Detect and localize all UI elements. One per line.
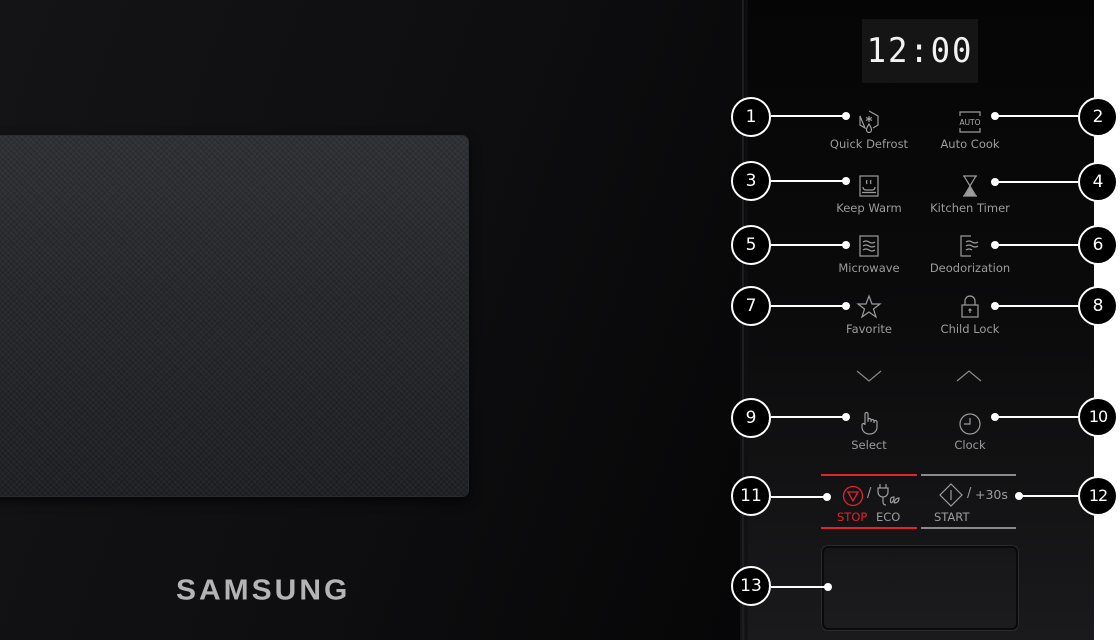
led-display: 12:00 xyxy=(862,19,978,83)
eco-label: ECO xyxy=(876,510,901,524)
lock-icon xyxy=(961,295,979,318)
defrost-icon xyxy=(859,110,879,134)
start-separator: / xyxy=(967,486,972,501)
deodorization-label: Deodorization xyxy=(929,261,1011,275)
plus-30s-label: +30s xyxy=(975,487,1008,502)
door-window xyxy=(0,136,468,496)
quick-defrost-button[interactable]: Quick Defrost xyxy=(819,109,919,151)
callout-13: 13 xyxy=(731,566,771,606)
stop-icon xyxy=(842,485,864,507)
microwave-button[interactable]: Microwave xyxy=(819,233,919,275)
favorite-label: Favorite xyxy=(846,322,892,336)
deodorization-button[interactable]: Deodorization xyxy=(920,233,1020,275)
select-button[interactable]: Select xyxy=(819,410,919,452)
leader-dot-11 xyxy=(823,493,831,501)
leader-3 xyxy=(771,180,846,182)
callout-12: 12 xyxy=(1078,476,1118,516)
microwave-front: SAMSUNG xyxy=(0,0,1094,640)
hand-pointer-icon xyxy=(861,411,878,435)
leader-5 xyxy=(771,244,846,246)
callout-7: 7 xyxy=(731,286,771,326)
deodorization-icon xyxy=(960,235,979,257)
callout-11: 11 xyxy=(731,476,771,516)
microwave-icon xyxy=(859,235,879,257)
kitchen-timer-button[interactable]: Kitchen Timer xyxy=(920,173,1020,215)
start-icon xyxy=(939,483,963,507)
start-label: START xyxy=(934,510,970,524)
leader-10 xyxy=(995,416,1078,418)
svg-text:AUTO: AUTO xyxy=(959,118,980,127)
stop-eco-separator: / xyxy=(867,486,872,501)
select-label: Select xyxy=(851,438,887,452)
quick-defrost-label: Quick Defrost xyxy=(829,137,909,151)
leader-9 xyxy=(771,416,846,418)
leader-12 xyxy=(1019,495,1078,497)
eco-plug-icon xyxy=(877,484,900,506)
start-button[interactable]: / +30s START xyxy=(921,476,1016,527)
leader-7 xyxy=(771,305,846,307)
auto-cook-button[interactable]: AUTO Auto Cook xyxy=(920,109,1020,151)
start-bottom-bar xyxy=(921,527,1016,529)
leader-2 xyxy=(995,115,1078,117)
keep-warm-button[interactable]: Keep Warm xyxy=(819,173,919,215)
leader-4 xyxy=(995,181,1078,183)
star-icon xyxy=(856,294,882,319)
child-lock-label: Child Lock xyxy=(940,322,1000,336)
stop-top-bar xyxy=(821,474,917,476)
callout-6: 6 xyxy=(1078,225,1118,265)
leader-8 xyxy=(995,305,1078,307)
leader-1 xyxy=(771,115,846,117)
callout-8: 8 xyxy=(1078,286,1118,326)
favorite-button[interactable]: Favorite xyxy=(819,294,919,336)
leader-dot-3 xyxy=(842,177,850,185)
stop-label: STOP xyxy=(837,510,868,524)
auto-cook-icon: AUTO xyxy=(959,111,981,133)
callout-9: 9 xyxy=(731,398,771,438)
samsung-logo: SAMSUNG xyxy=(176,574,351,607)
door-release-button[interactable] xyxy=(822,546,1018,630)
control-panel xyxy=(748,0,1094,640)
leader-dot-9 xyxy=(842,413,850,421)
auto-cook-label: Auto Cook xyxy=(940,137,1000,151)
leader-11 xyxy=(771,496,826,498)
display-time: 12:00 xyxy=(866,31,974,71)
stop-bottom-bar xyxy=(821,527,917,529)
callout-10: 10 xyxy=(1078,397,1118,437)
microwave-label: Microwave xyxy=(838,261,900,275)
chevron-down-icon[interactable] xyxy=(856,369,882,383)
keep-warm-label: Keep Warm xyxy=(836,201,902,215)
leader-dot-5 xyxy=(842,241,850,249)
leader-6 xyxy=(995,244,1078,246)
callout-4: 4 xyxy=(1078,162,1118,202)
callout-2: 2 xyxy=(1078,97,1118,137)
chevron-up-icon[interactable] xyxy=(956,369,982,383)
callout-5: 5 xyxy=(731,225,771,265)
kitchen-timer-label: Kitchen Timer xyxy=(930,201,1010,215)
keep-warm-icon xyxy=(859,175,879,197)
child-lock-button[interactable]: Child Lock xyxy=(920,294,1020,336)
clock-button[interactable]: Clock xyxy=(920,410,1020,452)
callout-1: 1 xyxy=(731,97,771,137)
microwave-door: SAMSUNG xyxy=(0,0,740,640)
clock-label: Clock xyxy=(954,438,986,452)
leader-dot-7 xyxy=(842,302,850,310)
leader-dot-1 xyxy=(842,112,850,120)
start-top-bar xyxy=(921,474,1016,476)
leader-dot-13 xyxy=(824,583,832,591)
hourglass-icon xyxy=(963,175,977,197)
callout-3: 3 xyxy=(731,161,771,201)
stop-eco-button[interactable]: / STOP ECO xyxy=(821,476,917,527)
clock-icon xyxy=(959,413,981,435)
leader-13 xyxy=(771,586,827,588)
